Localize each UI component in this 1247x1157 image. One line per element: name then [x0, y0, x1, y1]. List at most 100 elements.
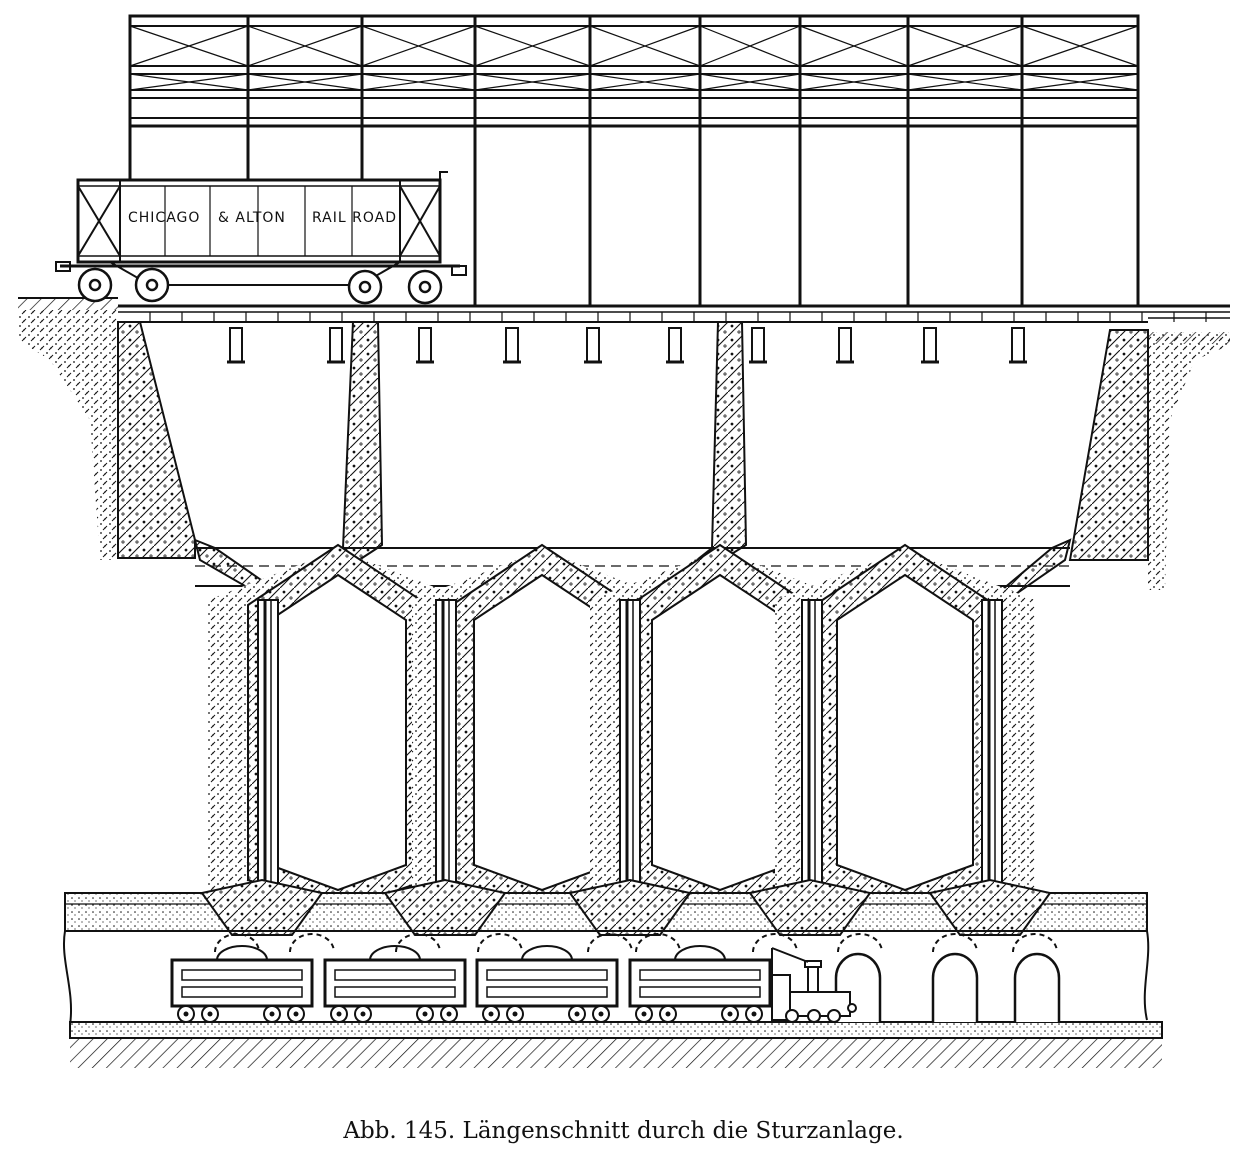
chute-gate: [635, 933, 681, 953]
ore-car-body: [323, 958, 467, 1008]
ore-car-axle: [665, 1011, 671, 1017]
divider-column: [981, 599, 1003, 891]
chute-funnel: [568, 878, 692, 936]
trestle-brace: [699, 25, 801, 67]
ore-car-body: [628, 958, 772, 1008]
ore-car-axle: [512, 1011, 518, 1017]
trestle-frame: [128, 14, 1140, 306]
ore-car-axle: [183, 1011, 189, 1017]
trestle-brace: [129, 25, 249, 67]
ore-car-panel: [486, 986, 608, 998]
ground-surface-left: [18, 297, 118, 560]
tunnel: [63, 930, 1150, 1026]
trestle-brace: [907, 73, 1023, 91]
chute-gate: [752, 933, 798, 953]
ore-car-axle: [360, 1011, 366, 1017]
left-abutment: [117, 321, 196, 559]
chute-funnel: [928, 878, 1052, 936]
track-deck: [118, 304, 1230, 323]
beam-end: [505, 327, 519, 363]
divider-column: [801, 599, 823, 891]
ore-car-axle: [336, 1011, 342, 1017]
divider-column: [257, 599, 279, 891]
figure-caption: Abb. 145. Längenschnitt durch die Sturza…: [343, 1118, 904, 1144]
trestle-brace: [907, 25, 1023, 67]
tunnel-arch: [1013, 952, 1061, 1022]
car-wheels: [77, 267, 443, 305]
ore-car-load: [216, 945, 268, 961]
trestle-brace: [589, 25, 701, 67]
ore-car-panel: [181, 986, 303, 998]
trestle-brace: [247, 25, 363, 67]
ore-car-axle: [598, 1011, 604, 1017]
trestle-brace: [361, 25, 476, 67]
chute-funnels: [200, 878, 1052, 936]
chute-gate: [837, 933, 883, 953]
bunker-cells: [208, 543, 1035, 912]
car-lettering-alton: & ALTON: [218, 210, 286, 226]
chute-funnel: [200, 878, 324, 936]
beam-end: [668, 327, 682, 363]
beam-end: [838, 327, 852, 363]
chute-gate: [214, 933, 260, 953]
ore-car-panel: [486, 969, 608, 981]
ore-car-axle: [207, 1011, 213, 1017]
ore-car-load: [674, 945, 726, 961]
ore-car-panel: [639, 969, 761, 981]
ore-car-axle: [422, 1011, 428, 1017]
car-lettering-railroad: RAIL ROAD: [312, 210, 397, 226]
trestle-brace: [799, 25, 909, 67]
divider-column: [619, 599, 641, 891]
beam-end: [1011, 327, 1025, 363]
ore-car: [628, 945, 772, 1023]
beam-end: [923, 327, 937, 363]
divider-column: [435, 599, 457, 891]
trestle-brace: [474, 25, 591, 67]
chute-gate: [395, 933, 441, 953]
chute-gate: [932, 933, 978, 953]
ore-car-axle: [446, 1011, 452, 1017]
ore-car-axle: [641, 1011, 647, 1017]
locomotive: [771, 947, 857, 1023]
beam-end: [586, 327, 600, 363]
ore-car-axle: [293, 1011, 299, 1017]
ore-car-load: [521, 945, 573, 961]
ground-surface-right: [1148, 332, 1230, 590]
ore-car: [475, 945, 619, 1023]
ore-car-body: [475, 958, 619, 1008]
trestle-brace: [1021, 73, 1139, 91]
trestle-brace: [129, 73, 249, 91]
trestle-brace: [1021, 25, 1139, 67]
chute-funnel: [748, 878, 872, 936]
ore-car-axle: [269, 1011, 275, 1017]
beam-end: [418, 327, 432, 363]
car-lettering-chicago: CHICAGO: [128, 210, 200, 226]
ore-car-axle: [751, 1011, 757, 1017]
trestle-brace: [589, 73, 701, 91]
divider-columns: [257, 599, 1003, 891]
cell-interior: [836, 573, 974, 892]
chute-gate: [587, 933, 633, 953]
beam-end: [229, 327, 243, 363]
ore-car: [323, 945, 467, 1023]
cell-interior: [473, 573, 611, 892]
ore-car-axle: [727, 1011, 733, 1017]
trestle-brace: [474, 73, 591, 91]
ore-car-load: [369, 945, 421, 961]
deck-beam-ends: [227, 327, 1027, 364]
chute-gate: [477, 933, 523, 953]
ore-train-cars: [170, 945, 772, 1023]
hopper-car: [55, 171, 467, 286]
trestle-brace: [361, 73, 476, 91]
beam-end: [751, 327, 765, 363]
cell-interior: [269, 573, 407, 892]
ore-car-panel: [639, 986, 761, 998]
ore-car-axle: [488, 1011, 494, 1017]
trestle-brace: [799, 73, 909, 91]
trestle-brace: [699, 73, 801, 91]
ore-car-axle: [574, 1011, 580, 1017]
tunnel-floor: [69, 1021, 1163, 1068]
ore-car-body: [170, 958, 314, 1008]
right-abutment: [1068, 329, 1149, 561]
